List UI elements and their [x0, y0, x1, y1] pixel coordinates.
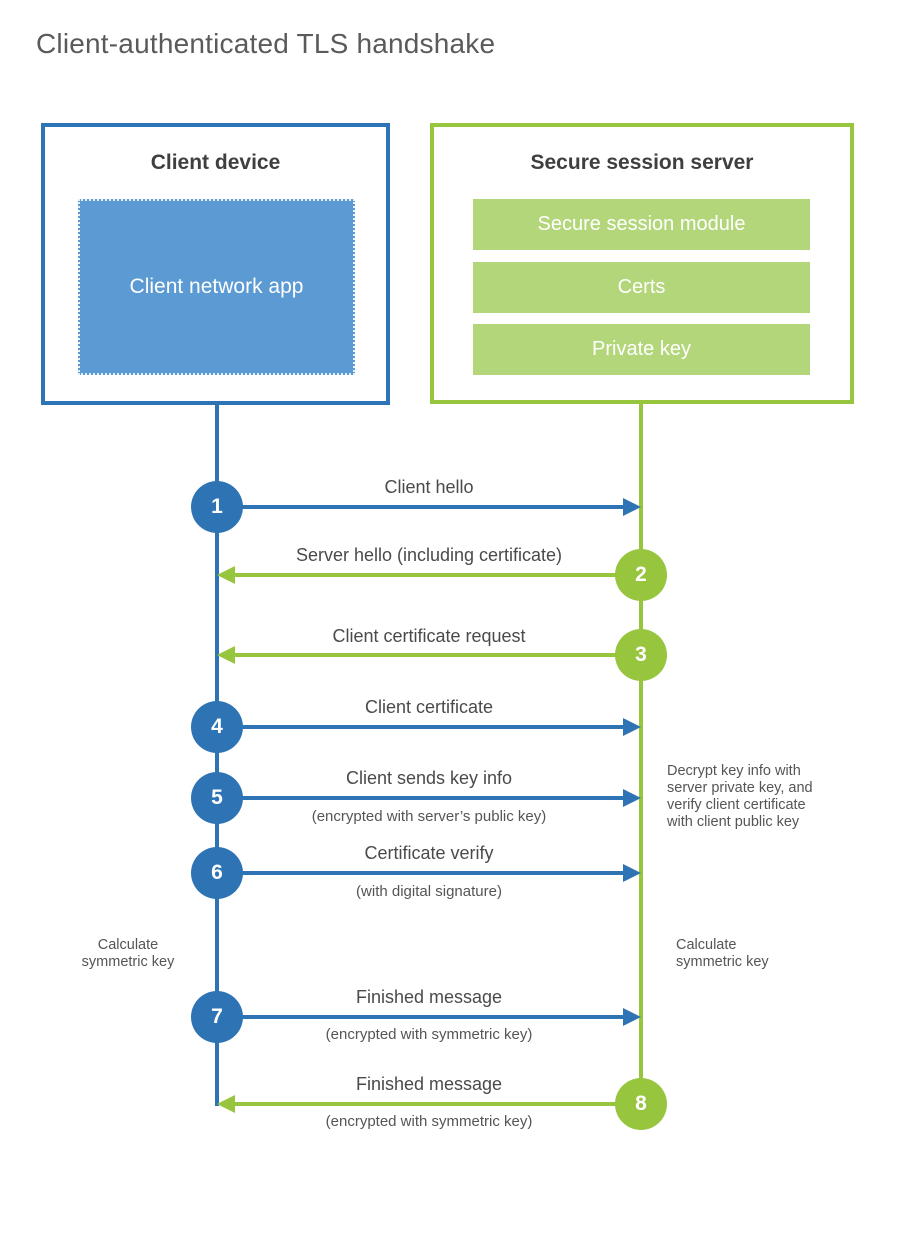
page-title: Client-authenticated TLS handshake	[36, 28, 496, 59]
step-label: Certificate verify	[364, 843, 494, 863]
step-sublabel: (with digital signature)	[356, 883, 502, 900]
arrowhead-right-icon	[623, 718, 641, 736]
client-network-app-label: Client network app	[129, 275, 304, 299]
arrowhead-right-icon	[623, 1008, 641, 1026]
arrow-line	[235, 653, 641, 657]
step-sublabel: (encrypted with symmetric key)	[325, 1026, 533, 1043]
step-circle: 3	[615, 629, 667, 681]
arrow-line	[217, 871, 625, 875]
step-circle: 6	[191, 847, 243, 899]
step-label: Server hello (including certificate)	[295, 545, 563, 565]
step-label: Client certificate request	[332, 626, 526, 646]
arrowhead-right-icon	[623, 498, 641, 516]
server-lifeline	[639, 404, 643, 1104]
client-network-app-box: Client network app	[78, 199, 355, 375]
step-label: Client hello	[384, 477, 474, 497]
step-circle: 8	[615, 1078, 667, 1130]
server-module-private-key: Private key	[473, 324, 810, 375]
arrowhead-right-icon	[623, 864, 641, 882]
decrypt-note: Decrypt key info with server private key…	[667, 763, 813, 830]
step-circle: 1	[191, 481, 243, 533]
arrow-line	[217, 505, 625, 509]
arrow-line	[217, 1015, 625, 1019]
server-header: Secure session server	[530, 151, 754, 174]
server-module-secure-session: Secure session module	[473, 199, 810, 250]
arrow-line	[235, 573, 641, 577]
step-sublabel: (encrypted with server’s public key)	[311, 808, 547, 825]
arrowhead-left-icon	[217, 566, 235, 584]
step-circle: 7	[191, 991, 243, 1043]
arrowhead-right-icon	[623, 789, 641, 807]
server-box: Secure session server Secure session mod…	[430, 123, 854, 404]
step-label: Finished message	[355, 1074, 503, 1094]
client-lifeline	[215, 405, 219, 1106]
arrow-line	[217, 796, 625, 800]
arrowhead-left-icon	[217, 646, 235, 664]
step-circle: 4	[191, 701, 243, 753]
step-circle: 5	[191, 772, 243, 824]
arrow-line	[217, 725, 625, 729]
server-module-certs: Certs	[473, 262, 810, 313]
step-label: Finished message	[355, 987, 503, 1007]
step-label: Client certificate	[364, 697, 494, 717]
step-sublabel: (encrypted with symmetric key)	[325, 1113, 533, 1130]
step-circle: 2	[615, 549, 667, 601]
client-device-header: Client device	[150, 151, 281, 174]
client-device-box: Client device Client network app	[41, 123, 390, 405]
arrow-line	[235, 1102, 641, 1106]
step-label: Client sends key info	[345, 768, 513, 788]
calc-symmetric-key-left: Calculate symmetric key	[81, 937, 175, 970]
calc-symmetric-key-right: Calculate symmetric key	[676, 937, 769, 970]
arrowhead-left-icon	[217, 1095, 235, 1113]
